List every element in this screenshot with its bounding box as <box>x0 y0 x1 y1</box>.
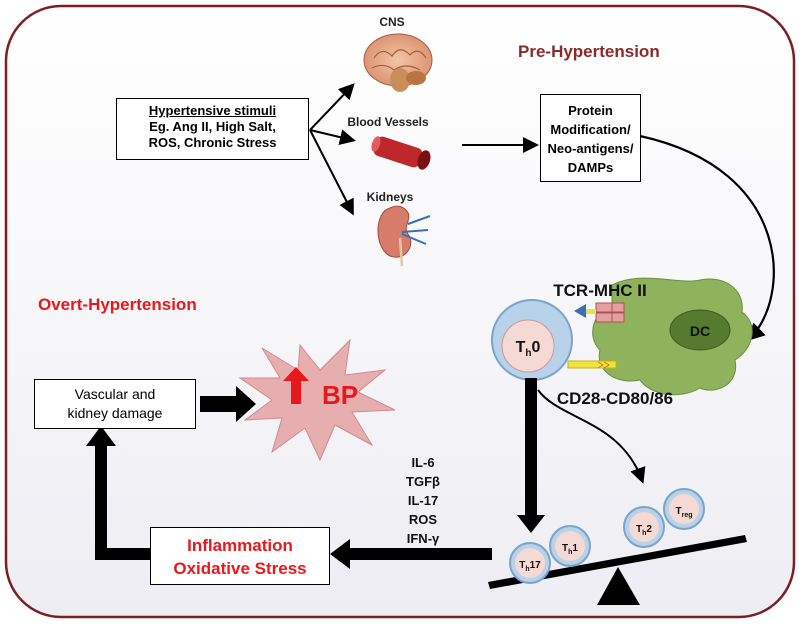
protein-line: Protein <box>568 103 613 118</box>
th0-label: Th0 <box>516 339 541 359</box>
protein-box: Protein Modification/ Neo-antigens/ DAMP… <box>540 94 641 182</box>
cytokine-item: ROS <box>409 512 438 527</box>
th2-label: Th2 <box>636 524 652 537</box>
cns-label: CNS <box>379 15 404 29</box>
inflammation-line: Inflammation <box>187 536 293 555</box>
bp-up-arrow <box>283 367 309 404</box>
stimuli-box: Hypertensive stimuli Eg. Ang II, High Sa… <box>116 98 309 160</box>
inflammation-line: Oxidative Stress <box>173 559 307 578</box>
cytokine-list: IL-6 TGFβ IL-17 ROS IFN-γ <box>406 455 440 546</box>
cytokine-item: IL-6 <box>411 455 434 470</box>
protein-line: Modification/ <box>550 122 631 137</box>
arrow-protein-to-dc <box>639 134 775 342</box>
stimuli-line: ROS, Chronic Stress <box>148 135 277 150</box>
arrow-damage-to-bp <box>200 386 256 422</box>
vessels-label: Blood Vessels <box>347 115 429 129</box>
th1-label: Th1 <box>562 543 578 556</box>
cytokine-item: IL-17 <box>408 493 438 508</box>
stimuli-line: Eg. Ang II, High Salt, <box>149 119 276 134</box>
arrow-to-inflammation <box>330 539 492 569</box>
kidneys-label: Kidneys <box>367 190 414 204</box>
bp-burst <box>238 338 396 462</box>
cd28-label: CD28-CD80/86 <box>557 389 673 408</box>
cytokine-item: TGFβ <box>406 474 440 489</box>
pre-hypertension-label: Pre-Hypertension <box>518 42 660 61</box>
tcr-mhc-label: TCR-MHC II <box>553 281 646 300</box>
arrow-inflammation-to-damage <box>86 426 150 560</box>
arrow-th0-to-th2 <box>537 389 646 484</box>
damage-box: Vascular and kidney damage <box>34 379 196 429</box>
stimuli-arrows <box>309 83 356 216</box>
mhc-receptor <box>574 302 625 323</box>
blood-vessel-icon <box>371 136 431 170</box>
protein-line: Neo-antigens/ <box>547 141 634 156</box>
kidney-icon <box>377 205 431 267</box>
seesaw <box>488 535 747 605</box>
th0-nucleus <box>501 319 555 373</box>
cd28-connector <box>567 360 617 369</box>
dc-label: DC <box>690 323 710 339</box>
inflammation-box: Inflammation Oxidative Stress <box>150 527 330 585</box>
dc-nucleus <box>669 309 731 351</box>
cytokine-item: IFN-γ <box>407 531 440 546</box>
damage-line: kidney damage <box>67 405 163 421</box>
protein-line: DAMPs <box>567 160 614 175</box>
damage-line: Vascular and <box>74 386 156 402</box>
brain-icon <box>363 33 433 92</box>
overt-hypertension-label: Overt-Hypertension <box>38 295 197 314</box>
bp-label: BP <box>322 380 358 410</box>
arrow-th0-down <box>517 378 545 533</box>
th17-label: Th17 <box>519 560 541 573</box>
treg-label: Treg <box>675 506 692 519</box>
stimuli-title: Hypertensive stimuli <box>148 103 277 118</box>
